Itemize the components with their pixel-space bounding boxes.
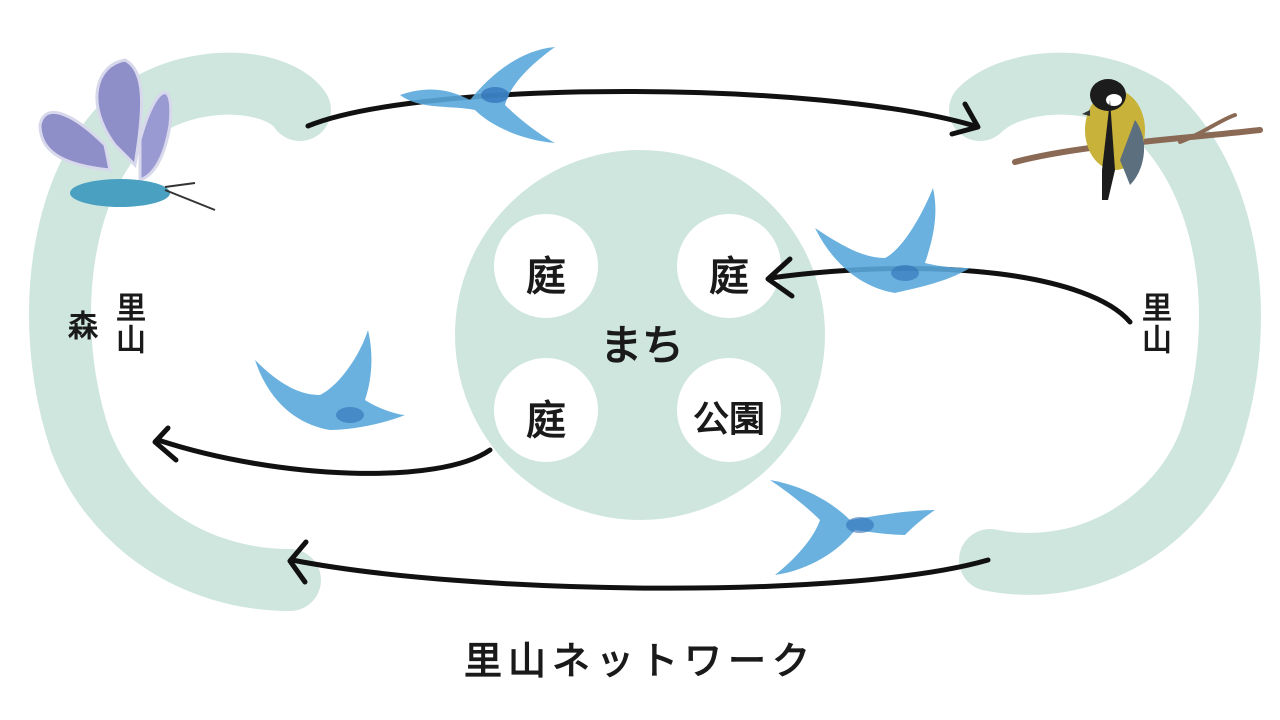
butterfly-icon [38,58,216,211]
arrow-to-garden [767,265,1133,325]
diagram-title: 里山ネットワーク [463,639,816,683]
arrow-top-head [949,101,981,137]
park-label: 公園 [692,399,765,440]
arrow-to-garden-head [765,256,795,299]
right-satoyama-label: 里山 [1136,292,1171,356]
bird-icon [400,47,555,143]
arrow-top [305,89,978,129]
left-satoyama-label: 里山 [110,292,145,356]
garden-circle-3 [494,358,598,462]
great-tit-icon [1012,79,1263,200]
arrow-bottom [289,557,991,591]
garden-label-1: 庭 [526,254,566,300]
garden-label-3: 庭 [526,398,566,444]
arrow-from-garden-head [152,425,179,463]
garden-circle-2 [677,214,781,318]
bird-icon [815,188,970,293]
arrow-bottom-head [287,539,309,585]
garden-label-2: 庭 [709,254,749,300]
garden-circle-1 [494,214,598,318]
bird-icon [255,330,405,430]
bird-icon [770,480,935,575]
arrows [152,89,1133,591]
forest-label: 森 [62,310,97,342]
arrow-from-garden [155,437,493,476]
park-circle [677,358,781,462]
left-satoyama-band [29,52,331,611]
town-label: まち [599,321,684,370]
